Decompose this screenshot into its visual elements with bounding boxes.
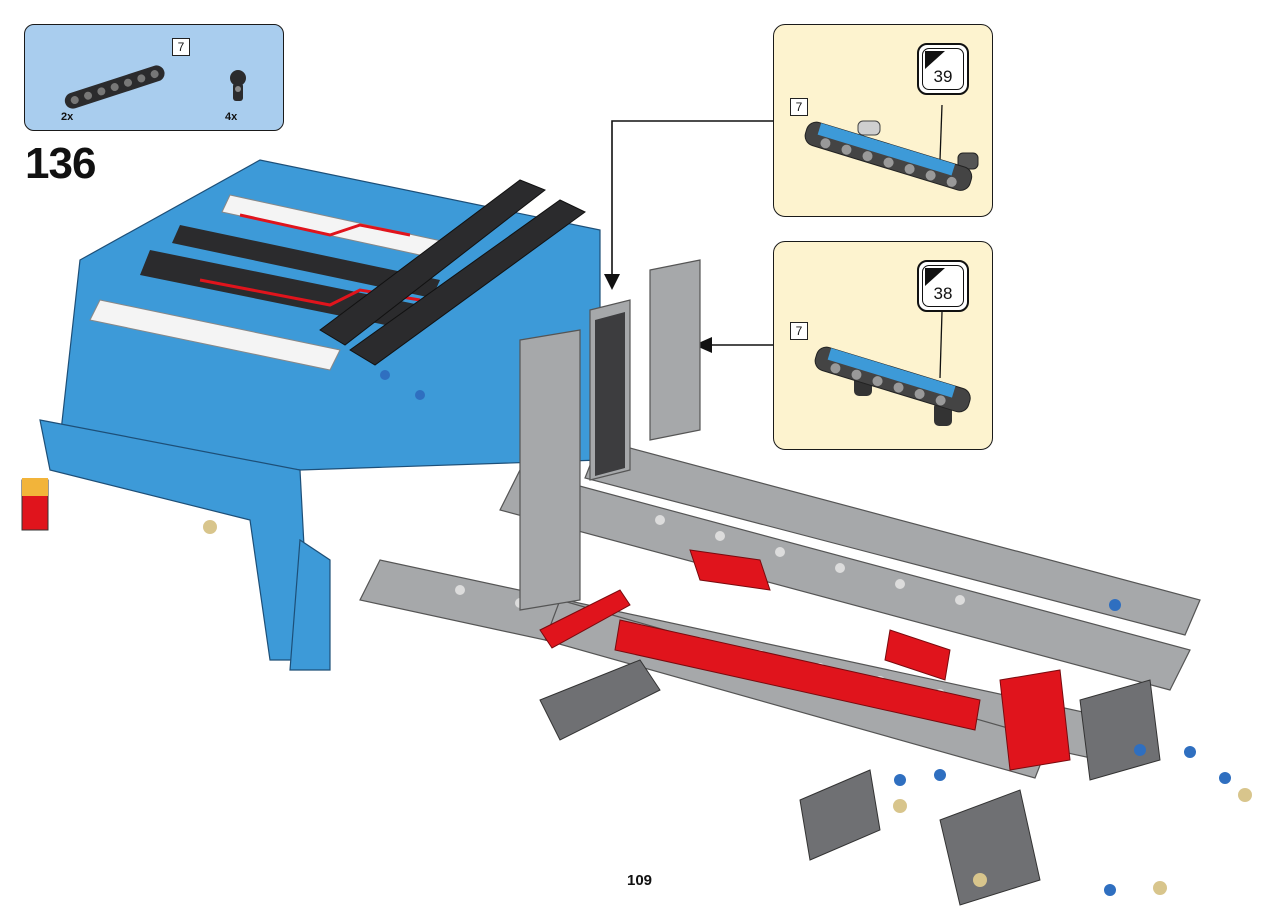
sticker-callout-39: 7 39 — [773, 24, 993, 217]
beam-7-icon — [64, 65, 165, 109]
stickered-beam-illustration — [814, 311, 971, 426]
sticker-sheet-icon — [925, 51, 945, 69]
sticker-sheet-icon — [925, 268, 945, 286]
sticker-callout-38: 7 38 — [773, 241, 993, 450]
callout-length-tag: 7 — [790, 322, 808, 340]
sticker-badge: 38 — [917, 260, 969, 312]
stickered-beam-illustration — [804, 104, 979, 191]
step-number: 136 — [25, 139, 96, 188]
parts-list-box: 7 2x 4x — [24, 24, 284, 131]
beam-length-tag: 7 — [172, 38, 190, 56]
page-number: 109 — [627, 872, 653, 889]
sticker-number: 38 — [933, 284, 953, 303]
callout-length-tag: 7 — [790, 98, 808, 116]
pin-connector-icon — [230, 70, 246, 101]
beam-quantity: 2x — [61, 111, 74, 123]
sticker-number: 39 — [933, 67, 953, 86]
pin-quantity: 4x — [225, 111, 238, 123]
sticker-badge: 39 — [917, 43, 969, 95]
